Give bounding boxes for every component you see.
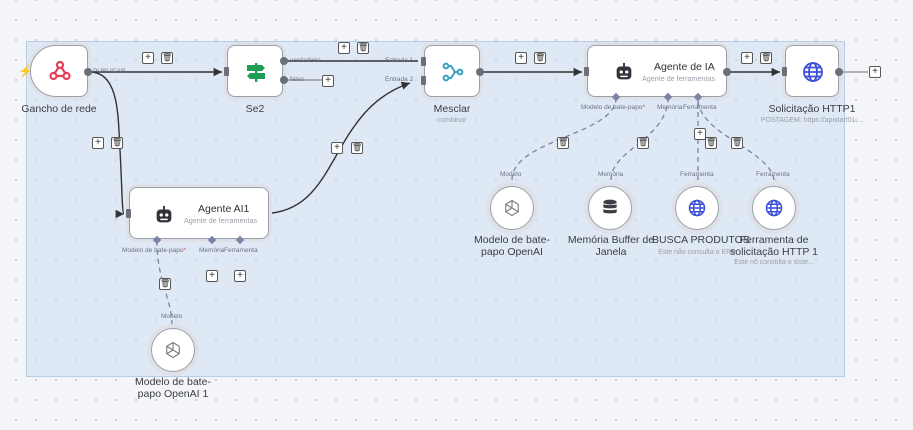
ai-agent1-title: Agente AI1 xyxy=(198,203,250,215)
robot-icon xyxy=(152,203,176,227)
ai-agent1-node[interactable]: Agente AI1 Agente de ferramentas xyxy=(129,187,269,239)
webhook-label: Gancho de rede xyxy=(21,103,97,115)
agent1-tool-add-button[interactable]: + xyxy=(234,270,246,282)
agent-tool-add-button[interactable]: + xyxy=(694,128,706,140)
ai-agent1-memory-label: Memória xyxy=(199,247,224,254)
edge-add-button-6[interactable]: + xyxy=(331,142,343,154)
if-node[interactable] xyxy=(227,45,283,97)
globe-icon xyxy=(800,59,826,85)
merge-input2-port[interactable] xyxy=(421,76,426,85)
http-tool-node[interactable] xyxy=(752,186,796,230)
memory-buffer-node[interactable] xyxy=(588,186,632,230)
ai-agent-model-text: Modelo de bate-papo xyxy=(581,104,643,111)
edge-add-button-2[interactable]: + xyxy=(338,42,350,54)
ai-agent1-input-port[interactable] xyxy=(126,209,131,218)
merge-icon xyxy=(440,59,466,85)
edge-add-button[interactable]: + xyxy=(142,52,154,64)
edge-webhook-agent1 xyxy=(89,71,125,219)
edge-add-button-3[interactable]: + xyxy=(515,52,527,64)
ai-agent-subtitle: Agente de ferramentas xyxy=(642,74,716,83)
ai-agent1-subtitle: Agente de ferramentas xyxy=(184,216,258,225)
ai-agent-output-port[interactable] xyxy=(723,68,731,76)
merge-label: Mesclar xyxy=(433,103,471,115)
edge-add-button-4[interactable]: + xyxy=(741,52,753,64)
httptool-edge-delete-button[interactable]: 🗑 xyxy=(731,137,743,149)
required-mark: * xyxy=(183,247,186,254)
trigger-bolt-icon: ⚡ xyxy=(18,64,33,78)
edge-delete-button-3[interactable]: 🗑 xyxy=(534,52,546,64)
openai1-edge-delete-button[interactable]: 🗑 xyxy=(159,278,171,290)
signpost-icon xyxy=(243,59,269,85)
http-input-port[interactable] xyxy=(782,67,787,76)
http-add-button[interactable]: + xyxy=(869,66,881,78)
http-request-node[interactable] xyxy=(785,45,839,97)
if-label: Se2 xyxy=(245,103,265,115)
if-input-port[interactable] xyxy=(224,67,229,76)
ai-agent-model-label: Modelo de bate-papo* xyxy=(581,104,645,111)
edge-delete-button-6[interactable]: 🗑 xyxy=(351,142,363,154)
robot-icon xyxy=(612,60,636,84)
openai-model1-node[interactable] xyxy=(151,328,195,372)
openai-port-label: Modelo xyxy=(500,171,522,178)
busca-edge-delete-button[interactable]: 🗑 xyxy=(705,137,717,149)
edge-delete-button[interactable]: 🗑 xyxy=(161,52,173,64)
merge-input2-label: Entrada 2 xyxy=(385,76,414,83)
openai-icon xyxy=(166,341,180,359)
edge-openai-agent xyxy=(511,99,617,181)
openai1-port-label: Modelo xyxy=(161,313,183,320)
webhook-output-label: PUBLICAR xyxy=(93,68,126,75)
ai-agent-title: Agente de IA xyxy=(654,61,715,73)
openai-icon xyxy=(505,199,519,217)
ai-agent1-model-label: Modelo de bate-papo* xyxy=(122,247,186,254)
merge-output-port[interactable] xyxy=(476,68,484,76)
merge-node[interactable] xyxy=(424,45,480,97)
openai-edge-delete-button[interactable]: 🗑 xyxy=(557,137,569,149)
webhook-output-port[interactable] xyxy=(84,68,92,76)
required-mark: * xyxy=(642,104,645,111)
ai-agent-tool-label: Ferramenta xyxy=(683,104,717,111)
database-icon xyxy=(603,199,617,214)
webhook-icon xyxy=(47,58,73,84)
edge-delete-button-2[interactable]: 🗑 xyxy=(357,42,369,54)
busca-label: BUSCA PRODUTOS xyxy=(652,234,750,246)
if-true-port[interactable] xyxy=(280,57,288,65)
if-false-add-button[interactable]: + xyxy=(322,75,334,87)
busca-produtos-node[interactable] xyxy=(675,186,719,230)
if-true-label: verdadeiro xyxy=(290,57,321,64)
ai-agent-memory-label: Memória xyxy=(657,104,683,111)
http-label: Solicitação HTTP1 xyxy=(768,103,856,115)
openai1-label: Modelo de bate-papo OpenAI 1 xyxy=(135,376,211,400)
httptool-port-label: Ferramenta xyxy=(756,171,790,178)
memory-edge-delete-button[interactable]: 🗑 xyxy=(637,137,649,149)
edge-delete-button-5[interactable]: 🗑 xyxy=(111,137,123,149)
httptool-subtitle: Este nó consulta o siste... xyxy=(734,259,814,266)
edge-agent1-merge2 xyxy=(271,81,411,214)
http-output-port[interactable] xyxy=(835,68,843,76)
globe-icon xyxy=(765,199,783,217)
memory-port-label: Memória xyxy=(598,171,624,178)
agent1-memory-add-button[interactable]: + xyxy=(206,270,218,282)
merge-input1-label: Entrada 1 xyxy=(385,57,414,64)
busca-subtitle: Este não consulta o ERP xyxy=(658,249,736,256)
ai-agent-input-port[interactable] xyxy=(584,67,589,76)
ai-agent1-model-text: Modelo de bate-papo xyxy=(122,247,184,254)
ai-agent-node[interactable]: Agente de IA Agente de ferramentas xyxy=(587,45,727,97)
http-subtitle: POSTAGEM: https://apistart01.... xyxy=(760,117,864,124)
if-false-port[interactable] xyxy=(280,76,288,84)
merge-subtitle: combinar xyxy=(437,117,467,124)
merge-input1-port[interactable] xyxy=(421,57,426,66)
if-false-label: falso xyxy=(290,76,304,83)
openai-model-node[interactable] xyxy=(490,186,534,230)
memory-label: Memória Buffer de Janela xyxy=(567,234,655,258)
webhook-node[interactable] xyxy=(30,45,88,97)
ai-agent1-tool-label: Ferramenta xyxy=(224,247,258,254)
edge-delete-button-4[interactable]: 🗑 xyxy=(760,52,772,64)
globe-icon xyxy=(688,199,706,217)
edge-add-button-5[interactable]: + xyxy=(92,137,104,149)
httptool-label: Ferramenta de solicitação HTTP 1 xyxy=(730,234,818,258)
openai-label: Modelo de bate-papo OpenAI xyxy=(474,234,550,258)
busca-port-label: Ferramenta xyxy=(680,171,714,178)
